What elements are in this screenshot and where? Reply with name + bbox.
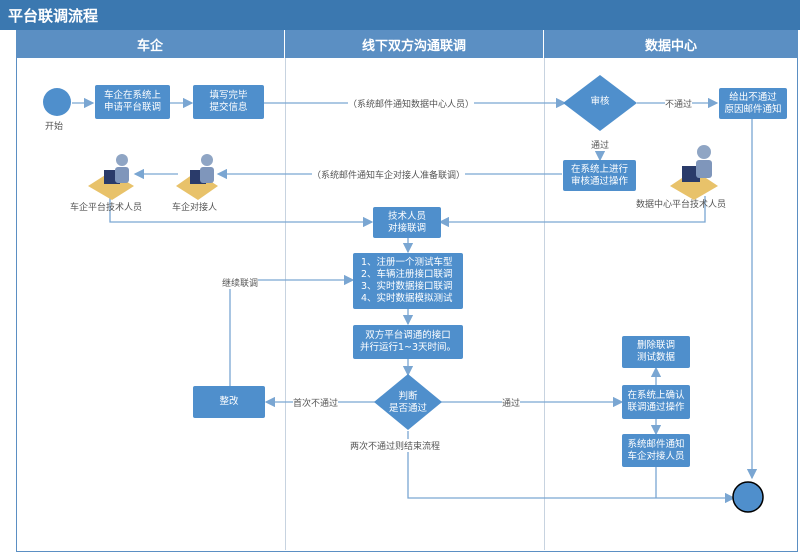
edge-label-not-pass: 不通过 [665, 97, 693, 110]
edge-label-first-fail: 首次不通过 [293, 396, 339, 409]
steps-node: 1、注册一个测试车型 2、车辆注册接口联调 3、实时数据接口联调 4、实时数据模… [353, 253, 463, 309]
lane-divider [285, 58, 286, 550]
tech-contact-node: 技术人员 对接联调 [373, 207, 441, 238]
notify-company-node: 系统邮件通知 车企对接人员 [622, 434, 690, 467]
judge-diamond [374, 374, 442, 430]
run-node: 双方平台调通的接口 并行运行1~3天时间。 [353, 325, 463, 359]
lane-header-datacenter: 数据中心 [544, 30, 798, 58]
diagram-title: 平台联调流程 [8, 7, 99, 25]
judge-label: 判断 是否通过 [388, 391, 427, 414]
dc-tech-label: 数据中心平台技术人员 [636, 200, 727, 210]
edge-label-two-fail: 两次不通过则结束流程 [350, 439, 441, 452]
confirm-op-node: 在系统上确认 联调通过操作 [622, 385, 690, 419]
start-label: 开始 [45, 122, 64, 132]
apply-node: 车企在系统上 申请平台联调 [95, 85, 170, 119]
edge-label-email-dc: （系统邮件通知数据中心人员） [348, 97, 475, 110]
rectify-node: 整改 [193, 386, 265, 418]
delete-test-node: 删除联调 测试数据 [622, 336, 690, 368]
person-icon [88, 154, 134, 200]
lane-header-offline: 线下双方沟通联调 [285, 30, 544, 58]
edge-label-pass: 通过 [591, 138, 610, 151]
fill-node: 填写完毕 提交信息 [193, 85, 264, 119]
person-icon [670, 145, 718, 200]
lane-header-company: 车企 [16, 30, 285, 58]
start-node [43, 88, 71, 116]
edge-label-continue: 继续联调 [222, 276, 259, 289]
title-bar: 平台联调流程 [0, 0, 800, 30]
review-diamond [563, 75, 637, 131]
end-node [732, 481, 764, 513]
reject-email-node: 给出不通过 原因邮件通知 [719, 88, 787, 119]
approve-op-node: 在系统上进行 审核通过操作 [563, 160, 636, 191]
edge-label-email-company: （系统邮件通知车企对接人准备联调） [312, 168, 466, 181]
lane-divider [544, 58, 545, 550]
company-contact-label: 车企对接人 [172, 203, 218, 213]
company-tech-label: 车企平台技术人员 [70, 203, 143, 213]
edge-label-pass2: 通过 [502, 396, 521, 409]
review-label: 审核 [590, 96, 610, 107]
person-icon [176, 154, 218, 200]
